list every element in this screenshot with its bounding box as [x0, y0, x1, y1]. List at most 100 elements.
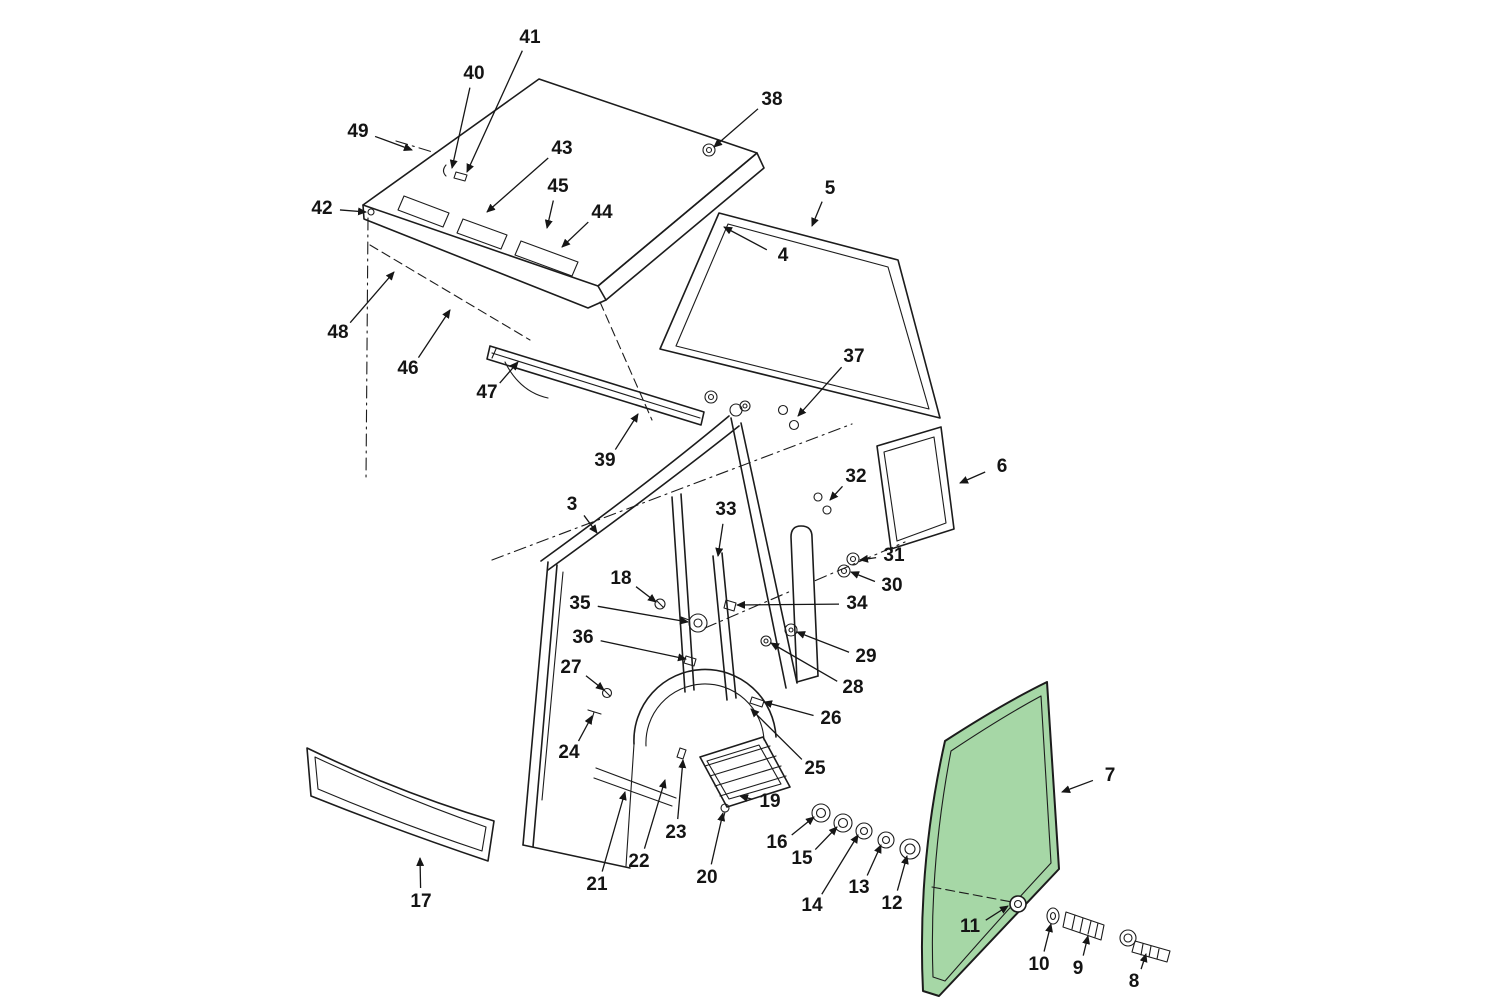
part-callout-42[interactable]: 42: [311, 198, 367, 219]
part-number-40[interactable]: 40: [463, 63, 484, 84]
part-callout-36[interactable]: 36: [572, 627, 687, 662]
part-number-19[interactable]: 19: [759, 791, 780, 812]
part-number-31[interactable]: 31: [883, 545, 905, 566]
part-callout-32[interactable]: 32: [829, 466, 867, 501]
part-number-33[interactable]: 33: [715, 499, 736, 520]
part-callout-45[interactable]: 45: [544, 176, 569, 229]
part-number-26[interactable]: 26: [820, 708, 841, 729]
part-number-34[interactable]: 34: [846, 593, 868, 614]
part-number-11[interactable]: 11: [960, 916, 981, 937]
part-number-27[interactable]: 27: [560, 657, 581, 678]
part-callout-21[interactable]: 21: [586, 791, 627, 895]
part-callout-16[interactable]: 16: [766, 816, 815, 853]
bolt-shaft-8: [1131, 940, 1171, 963]
part-callout-25[interactable]: 25: [750, 708, 826, 779]
part-number-47[interactable]: 47: [476, 382, 497, 403]
part-callout-26[interactable]: 26: [763, 700, 842, 729]
part-callout-5[interactable]: 5: [811, 178, 836, 227]
part-number-20[interactable]: 20: [696, 867, 717, 888]
part-callout-33[interactable]: 33: [715, 499, 737, 557]
part-callout-48[interactable]: 48: [327, 271, 395, 343]
leader-line-15: [814, 826, 838, 851]
part-callout-41[interactable]: 41: [466, 27, 541, 173]
part-number-8[interactable]: 8: [1129, 971, 1140, 992]
part-number-42[interactable]: 42: [311, 198, 332, 219]
part-number-41[interactable]: 41: [519, 27, 541, 48]
part-number-46[interactable]: 46: [397, 358, 418, 379]
part-callout-6[interactable]: 6: [959, 456, 1008, 484]
part-number-18[interactable]: 18: [610, 568, 631, 589]
part-callout-3[interactable]: 3: [567, 494, 598, 534]
part-number-12[interactable]: 12: [881, 893, 902, 914]
part-number-22[interactable]: 22: [628, 851, 649, 872]
part-callout-15[interactable]: 15: [791, 826, 838, 869]
part-number-7[interactable]: 7: [1105, 765, 1116, 786]
part-number-28[interactable]: 28: [842, 677, 863, 698]
part-callout-43[interactable]: 43: [486, 138, 573, 213]
part-number-25[interactable]: 25: [804, 758, 826, 779]
part-number-44[interactable]: 44: [591, 202, 613, 223]
part-callout-8[interactable]: 8: [1129, 953, 1148, 992]
part-callout-49[interactable]: 49: [347, 121, 413, 151]
part-callout-4[interactable]: 4: [723, 226, 789, 266]
part-callout-10[interactable]: 10: [1028, 923, 1053, 975]
part-callout-29[interactable]: 29: [796, 631, 877, 667]
part-number-3[interactable]: 3: [567, 494, 578, 515]
part-number-14[interactable]: 14: [801, 895, 823, 916]
part-callout-14[interactable]: 14: [801, 834, 859, 916]
part-callout-39[interactable]: 39: [594, 413, 639, 471]
part-callout-11[interactable]: 11: [960, 905, 1009, 937]
part-callout-30[interactable]: 30: [850, 571, 903, 596]
part-callout-20[interactable]: 20: [696, 812, 726, 888]
part-number-29[interactable]: 29: [855, 646, 876, 667]
part-number-43[interactable]: 43: [551, 138, 572, 159]
part-callout-19[interactable]: 19: [739, 791, 781, 812]
part-number-36[interactable]: 36: [572, 627, 593, 648]
part-callout-22[interactable]: 22: [628, 779, 667, 872]
part-callout-37[interactable]: 37: [797, 346, 865, 417]
part-number-24[interactable]: 24: [558, 742, 580, 763]
part-number-13[interactable]: 13: [848, 877, 869, 898]
part-callout-12[interactable]: 12: [881, 855, 909, 914]
part-number-15[interactable]: 15: [791, 848, 813, 869]
part-number-35[interactable]: 35: [569, 593, 591, 614]
part-callout-44[interactable]: 44: [561, 202, 613, 248]
part-callout-7[interactable]: 7: [1061, 765, 1116, 793]
part-number-16[interactable]: 16: [766, 832, 787, 853]
part-callout-31[interactable]: 31: [859, 545, 905, 566]
part-number-9[interactable]: 9: [1073, 958, 1084, 979]
part-number-4[interactable]: 4: [778, 245, 789, 266]
part-number-38[interactable]: 38: [761, 89, 782, 110]
part-callout-18[interactable]: 18: [610, 568, 657, 603]
part-number-48[interactable]: 48: [327, 322, 348, 343]
part-number-32[interactable]: 32: [845, 466, 866, 487]
part-callout-47[interactable]: 47: [476, 361, 519, 403]
part-number-30[interactable]: 30: [881, 575, 902, 596]
part-callout-46[interactable]: 46: [397, 309, 451, 379]
part-number-17[interactable]: 17: [410, 891, 431, 912]
part-callout-23[interactable]: 23: [665, 759, 687, 843]
part-callout-27[interactable]: 27: [560, 657, 605, 691]
part-number-10[interactable]: 10: [1028, 954, 1049, 975]
part-number-39[interactable]: 39: [594, 450, 615, 471]
part-callout-13[interactable]: 13: [848, 844, 882, 898]
part-callout-9[interactable]: 9: [1073, 935, 1090, 979]
part-callout-40[interactable]: 40: [449, 63, 485, 169]
part-number-21[interactable]: 21: [586, 874, 608, 895]
part-callout-38[interactable]: 38: [713, 89, 783, 148]
part-number-49[interactable]: 49: [347, 121, 368, 142]
part-number-37[interactable]: 37: [843, 346, 864, 367]
leader-line-23: [677, 759, 687, 820]
part-number-5[interactable]: 5: [825, 178, 836, 199]
leader-line-34: [736, 600, 840, 609]
part-callout-35[interactable]: 35: [569, 593, 689, 625]
door-glass-panel[interactable]: [920, 681, 1060, 997]
part-number-23[interactable]: 23: [665, 822, 686, 843]
part-callout-28[interactable]: 28: [770, 642, 864, 698]
part-number-6[interactable]: 6: [997, 456, 1008, 477]
part-number-45[interactable]: 45: [547, 176, 569, 197]
part-callout-24[interactable]: 24: [558, 715, 593, 763]
door-glass-highlighted[interactable]: [920, 681, 1060, 997]
part-callout-34[interactable]: 34: [736, 593, 868, 614]
part-callout-17[interactable]: 17: [410, 857, 432, 912]
